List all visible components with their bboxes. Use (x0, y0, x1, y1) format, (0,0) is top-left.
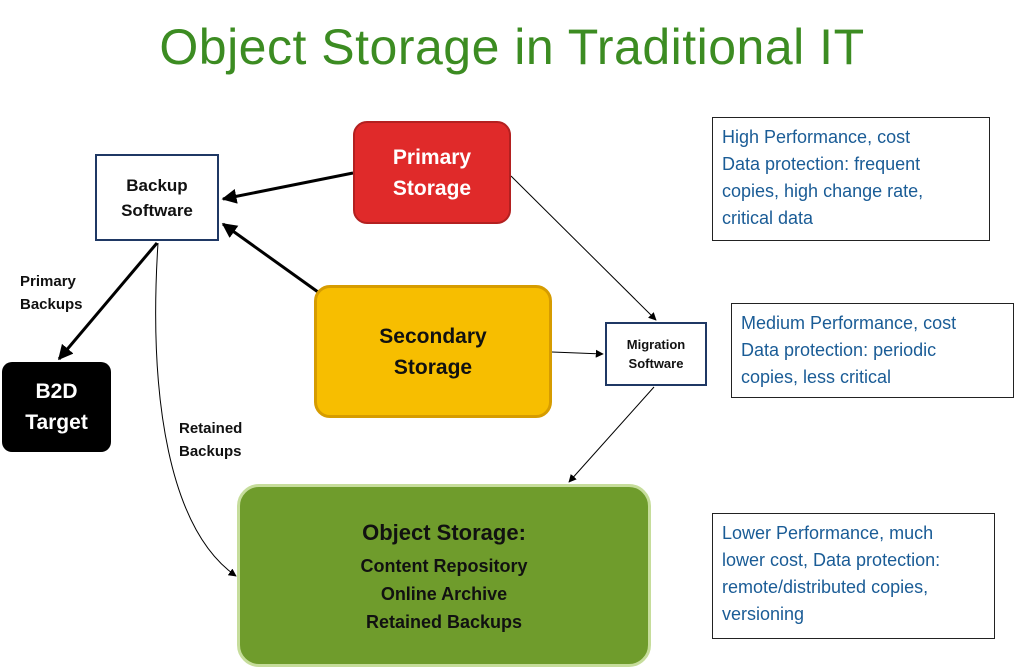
note-line: critical data (722, 208, 814, 228)
note-line: Lower Performance, much (722, 523, 934, 543)
note-object-tier: Lower Performance, much lower cost, Data… (712, 513, 995, 639)
b2d-target-line1: B2D (35, 380, 78, 403)
arrow-secondary-to-backup (221, 222, 319, 294)
note-line: copies, high change rate, (722, 181, 924, 201)
edge-label-primary-backups-line1: Primary (20, 273, 76, 290)
edge-label-retained-backups: Retained Backups (179, 417, 242, 463)
b2d-target-node: B2D Target (2, 362, 111, 452)
edge-label-primary-backups: Primary Backups (20, 270, 83, 316)
note-line: lower cost, Data protection: (722, 550, 941, 570)
note-line: remote/distributed copies, (722, 577, 929, 597)
edge-label-primary-backups-line2: Backups (20, 296, 83, 313)
note-line: versioning (722, 604, 805, 624)
secondary-storage-line2: Storage (393, 355, 473, 379)
arrow-secondary-to-migration (551, 349, 604, 358)
edge-label-retained-backups-line2: Backups (179, 443, 242, 460)
edge-label-retained-backups-line1: Retained (179, 420, 243, 437)
primary-storage-line1: Primary (392, 145, 472, 169)
secondary-storage-line1: Secondary (379, 324, 487, 348)
migration-software-line2: Software (628, 356, 684, 371)
object-storage-item-online-archive: Online Archive (380, 583, 508, 604)
arrow-backup-to-object-storage (155, 242, 237, 577)
object-storage-item-content-repository: Content Repository (360, 555, 528, 576)
note-primary-tier: High Performance, cost Data protection: … (712, 117, 990, 241)
backup-software-line2: Software (121, 200, 193, 220)
page-title: Object Storage in Traditional IT (159, 19, 865, 75)
object-storage-heading: Object Storage: (362, 519, 526, 545)
backup-software-line1: Backup (126, 175, 188, 195)
primary-storage-line2: Storage (392, 176, 472, 200)
note-line: Data protection: periodic (741, 340, 937, 360)
primary-storage-node: Primary Storage (353, 121, 511, 224)
arrow-primary-to-backup (221, 171, 354, 204)
migration-software-line1: Migration (626, 337, 686, 352)
arrow-backup-to-b2d (57, 242, 159, 361)
note-line: copies, less critical (741, 367, 892, 387)
secondary-storage-node: Secondary Storage (314, 285, 552, 418)
note-secondary-tier: Medium Performance, cost Data protection… (731, 303, 1014, 398)
arrow-primary-to-migration (510, 175, 657, 321)
note-line: Data protection: frequent (722, 154, 921, 174)
object-storage-item-retained-backups: Retained Backups (365, 611, 523, 632)
object-storage-node: Object Storage: Content Repository Onlin… (237, 484, 651, 667)
backup-software-node: Backup Software (95, 154, 219, 241)
b2d-target-line2: Target (25, 411, 88, 434)
note-line: High Performance, cost (722, 127, 911, 147)
migration-software-node: Migration Software (605, 322, 707, 386)
arrow-migration-to-object-storage (568, 386, 655, 483)
note-line: Medium Performance, cost (741, 313, 957, 333)
